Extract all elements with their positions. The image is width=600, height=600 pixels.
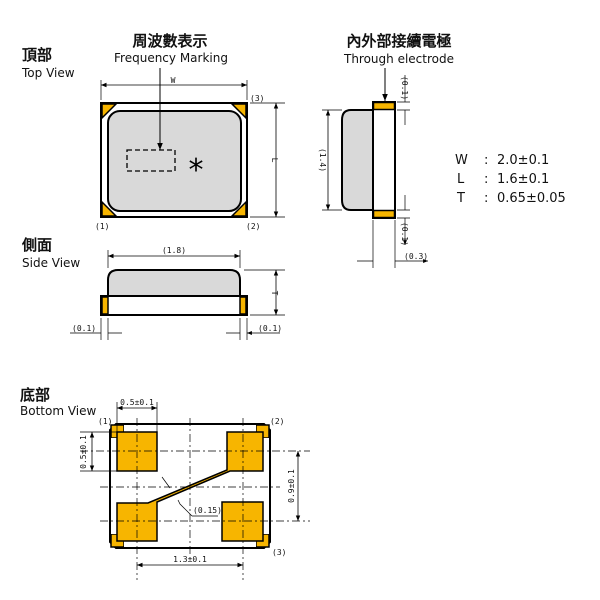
dim-height-label: (1.4) [318, 148, 327, 172]
side-view-title-en: Side View [22, 256, 80, 270]
top-view-title-jp: 頂部 [22, 46, 52, 64]
spec-row-t: T : 0.65±0.05 [456, 191, 566, 206]
side-lid [341, 109, 374, 211]
marking-area [126, 149, 176, 172]
side-base [372, 101, 396, 219]
right-electrode [239, 296, 247, 315]
through-electrode-view: 內外部接續電極 Through electrode (1.4) (0.1) (0… [318, 32, 454, 268]
dim-pitch-h-label: 1.3±0.1 [173, 555, 207, 564]
spec-value: 0.65±0.05 [497, 191, 566, 206]
pin3-label: (3) [250, 94, 264, 103]
dim-l-label: L [270, 158, 279, 163]
dim-left-label: (0.1) [72, 324, 96, 333]
dim-pad-h-label: 0.5±0.1 [79, 435, 88, 469]
top-view: 頂部 Top View 周波數表示 Frequency Marking * W … [21, 32, 285, 231]
spec-key: W [455, 153, 468, 168]
spec-row-l: L : 1.6±0.1 [457, 172, 549, 187]
dim-pad-w-label: 0.5±0.1 [120, 398, 154, 407]
bottom-view-title-jp: 底部 [20, 386, 50, 404]
spec-sep: : [484, 172, 488, 187]
pin2-label: (2) [246, 222, 260, 231]
marking-title-en: Frequency Marking [114, 51, 228, 65]
marking-title-jp: 周波數表示 [132, 32, 207, 50]
dim-w-label: W [171, 76, 176, 85]
dim-length-label: (1.8) [162, 246, 186, 255]
pin1-label: (1) [98, 417, 112, 426]
dim-t-label: T [270, 291, 279, 296]
corner-electrodes [101, 103, 247, 217]
spec-value: 2.0±0.1 [497, 153, 549, 168]
side-lid [107, 269, 241, 297]
spec-row-w: W : 2.0±0.1 [455, 153, 549, 168]
spec-table: W : 2.0±0.1 L : 1.6±0.1 T : 0.65±0.05 [455, 153, 566, 206]
bottom-view: 底部 Bottom View 0.5±0.1 0.5±0.1 0.9±0.1 1… [20, 386, 310, 580]
dim-width-label: (0.3) [404, 252, 428, 261]
bottom-electrode [372, 209, 396, 219]
side-view-title-jp: 側面 [21, 236, 52, 254]
pin1-label: (1) [95, 222, 109, 231]
dim-top-label: (0.1) [400, 76, 409, 100]
top-view-title-en: Top View [21, 66, 75, 80]
asterisk-mark: * [189, 153, 204, 188]
side-view: 側面 Side View (1.8) T (0.1) (0.1) [21, 236, 285, 340]
centerlines [80, 418, 310, 580]
electrode-title-en: Through electrode [343, 52, 454, 66]
spec-sep: : [484, 191, 488, 206]
spec-key: L [457, 172, 465, 187]
pad-3 [221, 501, 264, 542]
electrode-title-jp: 內外部接續電極 [346, 32, 451, 50]
spec-sep: : [484, 153, 488, 168]
bottom-view-title-en: Bottom View [20, 404, 96, 418]
pin3-label: (3) [272, 548, 286, 557]
left-electrode [101, 296, 109, 315]
pin2-label: (2) [270, 417, 284, 426]
dim-pitch-v-label: 0.9±0.1 [287, 469, 296, 503]
dim-trace-label: (0.15) [193, 506, 222, 515]
spec-value: 1.6±0.1 [497, 172, 549, 187]
dim-bottom-label: (0.1) [400, 222, 409, 246]
side-base [100, 295, 248, 316]
top-electrode [372, 101, 396, 111]
spec-key: T [456, 191, 465, 206]
dim-right-label: (0.1) [258, 324, 282, 333]
